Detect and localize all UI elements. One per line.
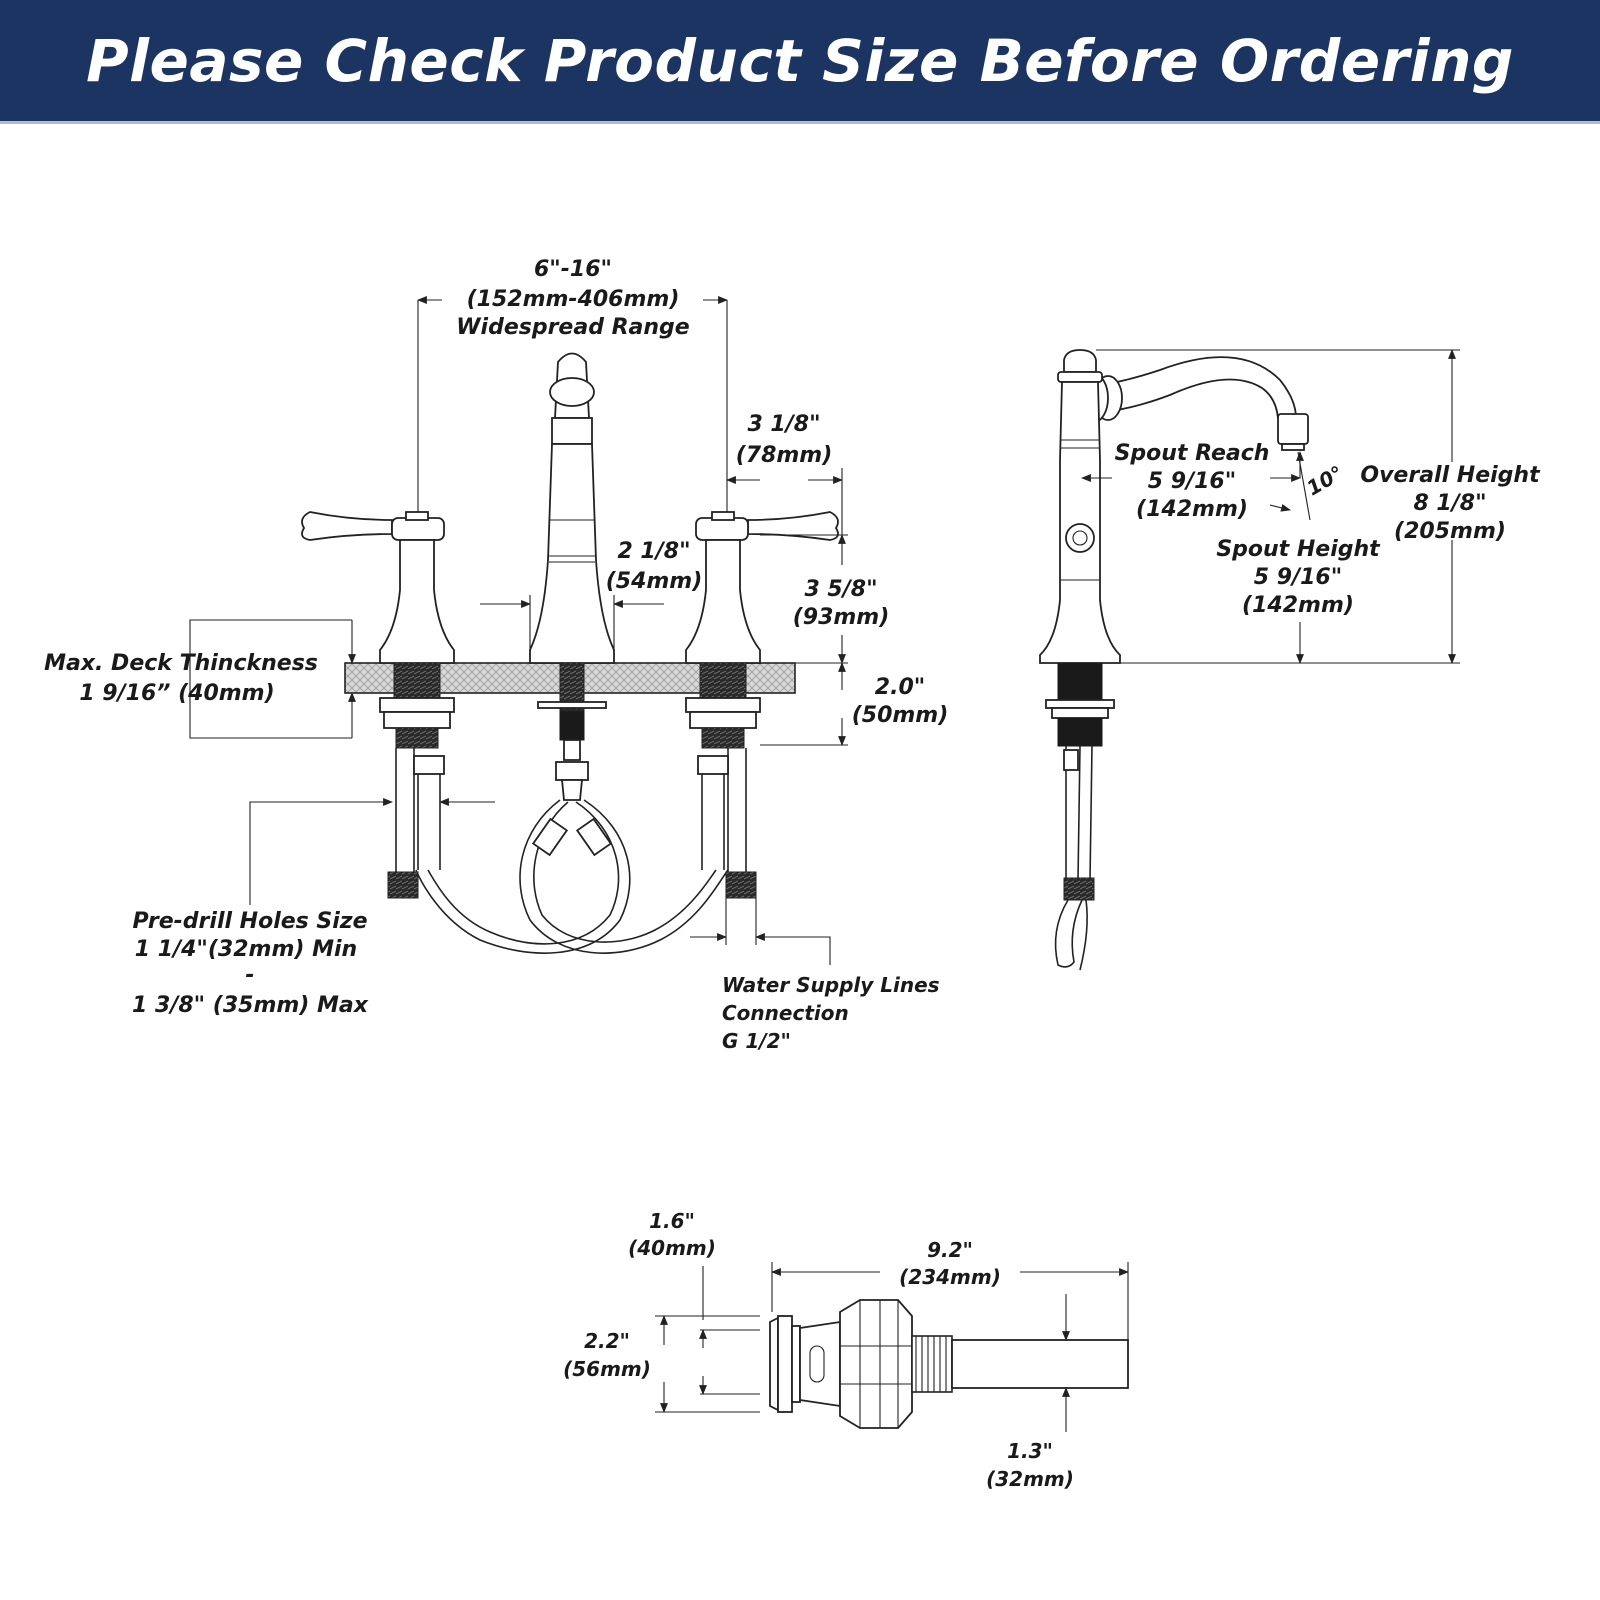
spout-reach-dimension: 5 9/16" bbox=[1148, 469, 1236, 494]
overall-height-dimension: 8 1/8" bbox=[1413, 491, 1486, 516]
pre-drill-label: Pre-drill Holes Size bbox=[132, 909, 367, 934]
deck-thickness-dimension: 1 9/16” (40mm) bbox=[79, 681, 274, 706]
handle-height-dimension-mm: (93mm) bbox=[793, 605, 890, 630]
flange-dimension-mm: (40mm) bbox=[628, 1236, 716, 1260]
header-banner: Please Check Product Size Before Orderin… bbox=[0, 0, 1600, 124]
spout-reach-label: Spout Reach bbox=[1115, 441, 1270, 466]
deck-thickness-label: Max. Deck Thinckness bbox=[44, 651, 318, 676]
spout-angle: 10° bbox=[1303, 461, 1348, 501]
drain-length-dimension: 9.2" bbox=[927, 1238, 973, 1262]
cap-dimension: 2.2" bbox=[584, 1329, 630, 1353]
front-view-drawing bbox=[189, 296, 848, 965]
handle-reach-dimension-mm: (78mm) bbox=[736, 443, 833, 468]
page-title: Please Check Product Size Before Orderin… bbox=[86, 26, 1514, 95]
pre-drill-separator: - bbox=[245, 963, 254, 988]
flange-dimension: 1.6" bbox=[649, 1209, 695, 1233]
spout-base-dimension: 2 1/8" bbox=[617, 539, 690, 564]
handle-reach-dimension: 3 1/8" bbox=[747, 412, 820, 437]
drain-length-dimension-mm: (234mm) bbox=[899, 1265, 1001, 1289]
spout-height-dimension-mm: (142mm) bbox=[1242, 593, 1354, 618]
supply-connection-label: Connection bbox=[722, 1001, 849, 1025]
side-view-drawing bbox=[1039, 349, 1460, 971]
spout-base-dimension-mm: (54mm) bbox=[606, 569, 703, 594]
overall-height-dimension-mm: (205mm) bbox=[1394, 519, 1506, 544]
pre-drill-min: 1 1/4"(32mm) Min bbox=[135, 937, 357, 962]
spout-height-dimension: 5 9/16" bbox=[1254, 565, 1342, 590]
overall-height-label: Overall Height bbox=[1360, 463, 1541, 488]
cap-dimension-mm: (56mm) bbox=[563, 1357, 651, 1381]
spout-height-label: Spout Height bbox=[1216, 537, 1381, 562]
shank-dimension: 2.0" bbox=[875, 675, 925, 700]
widespread-dimension-mm: (152mm-406mm) bbox=[467, 287, 680, 312]
handle-height-dimension: 3 5/8" bbox=[804, 577, 877, 602]
spout-reach-dimension-mm: (142mm) bbox=[1136, 497, 1248, 522]
widespread-dimension: 6"-16" bbox=[534, 257, 612, 282]
widespread-label: Widespread Range bbox=[456, 315, 690, 340]
supply-lines-label: Water Supply Lines bbox=[722, 973, 940, 997]
pipe-dimension-mm: (32mm) bbox=[986, 1467, 1074, 1491]
pipe-dimension: 1.3" bbox=[1007, 1439, 1053, 1463]
shank-dimension-mm: (50mm) bbox=[852, 703, 949, 728]
pre-drill-max: 1 3/8" (35mm) Max bbox=[132, 993, 369, 1018]
drain-view-drawing bbox=[655, 1262, 1129, 1432]
supply-thread-size: G 1/2" bbox=[722, 1029, 791, 1053]
